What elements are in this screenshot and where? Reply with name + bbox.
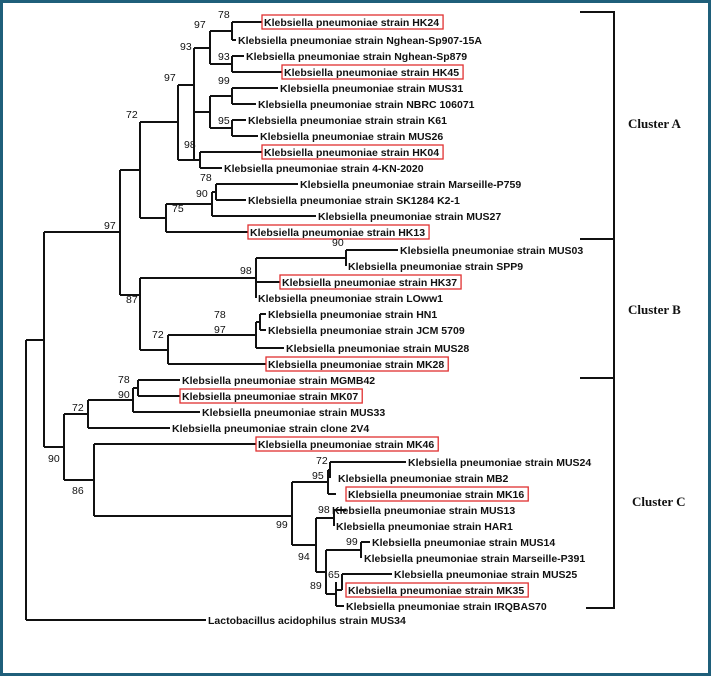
bootstrap-values: 7897939399959798727890759790988778977278… [48, 9, 358, 592]
leaf-label-mus25: Klebsiella pneumoniae strain MUS25 [394, 569, 577, 581]
leaf-label-sp907: Klebsiella pneumoniae strain Nghean-Sp90… [238, 35, 482, 47]
bootstrap-value: 90 [118, 389, 130, 401]
bootstrap-value: 95 [312, 470, 324, 482]
cluster-b-bracket [580, 239, 615, 379]
leaf-label-mus27: Klebsiella pneumoniae strain MUS27 [318, 211, 501, 223]
leaf-label-har1: Klebsiella pneumoniae strain HAR1 [336, 521, 513, 533]
leaf-label-k61: Klebsiella pneumoniae strain strain K61 [248, 115, 447, 127]
leaf-label-sk1284: Klebsiella pneumoniae strain SK1284 K2-1 [248, 195, 460, 207]
bootstrap-value: 98 [184, 139, 196, 151]
leaf-label-mus34: Lactobacillus acidophilus strain MUS34 [208, 615, 406, 627]
bootstrap-value: 99 [276, 519, 288, 531]
highlight-box-mk46 [255, 436, 439, 452]
leaf-label-mus24: Klebsiella pneumoniae strain MUS24 [408, 457, 591, 469]
leaf-label-hk13: Klebsiella pneumoniae strain HK13 [250, 227, 425, 239]
highlight-box-hk13 [247, 224, 430, 240]
leaf-label-mus13: Klebsiella pneumoniae strain MUS13 [332, 505, 515, 517]
tree-branches [25, 21, 406, 621]
leaf-label-spp9: Klebsiella pneumoniae strain SPP9 [348, 261, 523, 273]
leaf-label-mk46: Klebsiella pneumoniae strain MK46 [258, 439, 434, 451]
bootstrap-value: 72 [126, 109, 138, 121]
leaf-label-kn2020: Klebsiella pneumoniae strain 4-KN-2020 [224, 163, 424, 175]
leaf-label-mgmb42: Klebsiella pneumoniae strain MGMB42 [182, 375, 375, 387]
highlight-box-mk07 [179, 388, 363, 404]
leaf-label-mus14: Klebsiella pneumoniae strain MUS14 [372, 537, 555, 549]
leaf-label-mus26: Klebsiella pneumoniae strain MUS26 [260, 131, 443, 143]
leaf-label-hn1: Klebsiella pneumoniae strain HN1 [268, 309, 437, 321]
bootstrap-value: 93 [218, 51, 230, 63]
bootstrap-value: 90 [332, 237, 344, 249]
bootstrap-value: 97 [104, 220, 116, 232]
leaf-label-mk35: Klebsiella pneumoniae strain MK35 [348, 585, 524, 597]
bootstrap-value: 97 [194, 19, 206, 31]
bootstrap-value: 78 [200, 172, 212, 184]
highlight-box-hk04 [261, 144, 444, 160]
highlight-box-hk37 [279, 274, 462, 290]
bootstrap-value: 99 [346, 536, 358, 548]
bootstrap-value: 87 [126, 294, 138, 306]
leaf-label-hk45: Klebsiella pneumoniae strain HK45 [284, 67, 459, 79]
highlight-box-hk24 [261, 14, 444, 30]
bootstrap-value: 90 [196, 188, 208, 200]
leaf-label-2v4: Klebsiella pneumoniae strain clone 2V4 [172, 423, 369, 435]
cluster-c-bracket [584, 377, 615, 609]
bootstrap-value: 93 [180, 41, 192, 53]
leaf-label-loww1: Klebsiella pneumoniae strain LOww1 [258, 293, 443, 305]
leaf-label-mk28: Klebsiella pneumoniae strain MK28 [268, 359, 444, 371]
bootstrap-value: 98 [318, 504, 330, 516]
bootstrap-value: 90 [48, 453, 60, 465]
cluster-brackets: Cluster A Cluster B Cluster C [580, 11, 686, 609]
leaf-label-sp879: Klebsiella pneumoniae strain Nghean-Sp87… [246, 51, 467, 63]
leaf-label-mus28: Klebsiella pneumoniae strain MUS28 [286, 343, 469, 355]
bootstrap-value: 75 [172, 203, 184, 215]
bootstrap-value: 72 [152, 329, 164, 341]
bootstrap-value: 97 [214, 324, 226, 336]
cluster-a-bracket [580, 11, 615, 240]
bootstrap-value: 94 [298, 551, 310, 563]
highlight-boxes [179, 14, 529, 598]
bootstrap-value: 99 [218, 75, 230, 87]
leaf-label-mb2: Klebsiella pneumoniae strain MB2 [338, 473, 509, 485]
leaf-label-irqbas70: Klebsiella pneumoniae strain IRQBAS70 [346, 601, 547, 613]
cluster-b-label: Cluster B [628, 302, 681, 317]
highlight-box-hk45 [281, 64, 464, 80]
bootstrap-value: 89 [310, 580, 322, 592]
bootstrap-value: 78 [214, 309, 226, 321]
highlight-box-mk16 [345, 486, 529, 502]
leaf-label-mus03: Klebsiella pneumoniae strain MUS03 [400, 245, 583, 257]
leaf-label-mus33: Klebsiella pneumoniae strain MUS33 [202, 407, 385, 419]
bootstrap-value: 98 [240, 265, 252, 277]
leaf-label-mk07: Klebsiella pneumoniae strain MK07 [182, 391, 358, 403]
bootstrap-value: 65 [328, 569, 340, 581]
leaf-label-mk16: Klebsiella pneumoniae strain MK16 [348, 489, 524, 501]
leaf-label-p759: Klebsiella pneumoniae strain Marseille-P… [300, 179, 521, 191]
highlight-box-mk35 [345, 582, 529, 598]
leaf-label-jcm: Klebsiella pneumoniae strain JCM 5709 [268, 325, 465, 337]
bootstrap-value: 97 [164, 72, 176, 84]
highlight-box-mk28 [265, 356, 449, 372]
leaf-label-hk04: Klebsiella pneumoniae strain HK04 [264, 147, 439, 159]
cluster-a-label: Cluster A [628, 116, 681, 131]
bootstrap-value: 86 [72, 485, 84, 497]
leaf-labels: Klebsiella pneumoniae strain HK24Klebsie… [172, 17, 591, 627]
bootstrap-value: 78 [218, 9, 230, 21]
bootstrap-value: 72 [72, 402, 84, 414]
bootstrap-value: 72 [316, 455, 328, 467]
leaf-label-hk37: Klebsiella pneumoniae strain HK37 [282, 277, 457, 289]
cluster-c-label: Cluster C [632, 494, 686, 509]
leaf-label-hk24: Klebsiella pneumoniae strain HK24 [264, 17, 439, 29]
leaf-label-mus31: Klebsiella pneumoniae strain MUS31 [280, 83, 463, 95]
leaf-label-nbrc: Klebsiella pneumoniae strain NBRC 106071 [258, 99, 475, 111]
bootstrap-value: 95 [218, 115, 230, 127]
leaf-label-p391: Klebsiella pneumoniae strain Marseille-P… [364, 553, 585, 565]
bootstrap-value: 78 [118, 374, 130, 386]
